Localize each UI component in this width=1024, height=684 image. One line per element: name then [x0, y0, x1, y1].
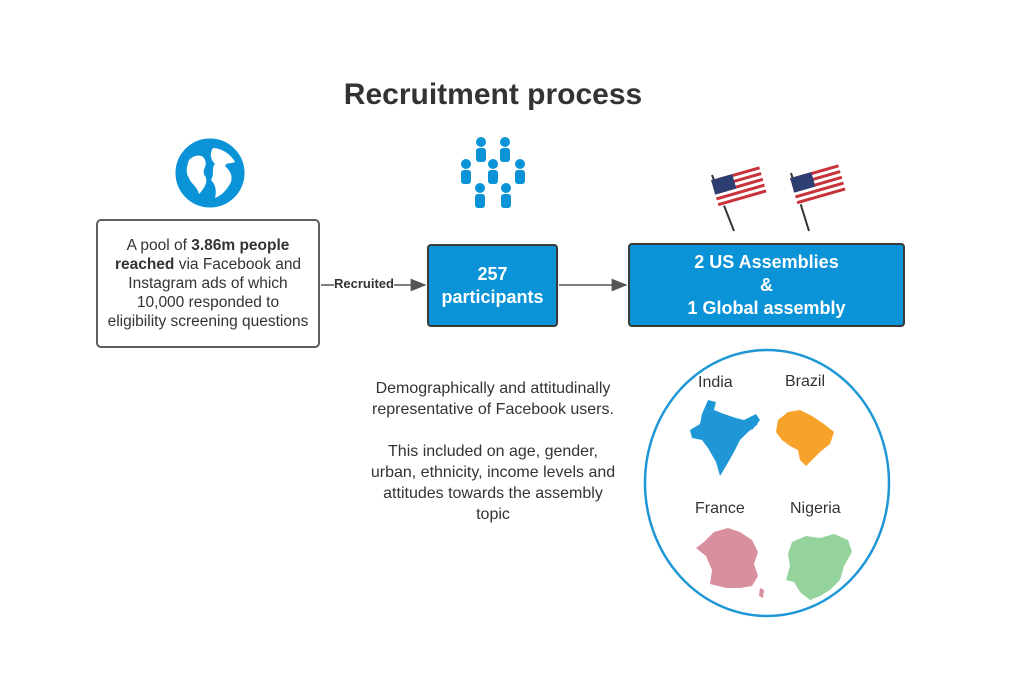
pool-text: A pool of 3.86m people reached via Faceb… — [106, 236, 310, 331]
demographics-text: Demographically and attitudinally repres… — [368, 378, 618, 525]
nigeria-map-icon — [786, 534, 852, 600]
pool-text-post: via Facebook and Instagram ads of which … — [107, 256, 309, 330]
france-map-icon — [696, 528, 758, 588]
participants-label: participants — [441, 286, 544, 307]
country-label-brazil: Brazil — [785, 373, 826, 390]
recruited-label: Recruited — [334, 276, 394, 291]
assemblies-box: 2 US Assemblies & 1 Global assembly — [628, 243, 905, 327]
globe-icon — [175, 138, 245, 208]
assemblies-line-3: 1 Global assembly — [687, 297, 846, 318]
demographics-paragraph-1: Demographically and attitudinally repres… — [372, 380, 614, 418]
us-flag-icon — [790, 164, 846, 232]
india-map-icon — [690, 400, 758, 476]
brazil-map-icon — [776, 410, 834, 466]
assemblies-line-2: & — [760, 274, 773, 295]
us-flag-icon — [711, 166, 767, 232]
country-label-nigeria: Nigeria — [790, 500, 841, 517]
participants-count: 257 — [477, 263, 508, 284]
participants-box: 257 participants — [427, 244, 558, 327]
pool-text-pre: A pool of — [126, 237, 192, 254]
pool-box: A pool of 3.86m people reached via Faceb… — [96, 219, 320, 348]
page-title: Recruitment process — [343, 78, 643, 111]
country-label-india: India — [698, 374, 733, 391]
assemblies-line-1: 2 US Assemblies — [694, 251, 839, 272]
pool-text-bold: 3.86m people reached — [114, 237, 290, 273]
demographics-paragraph-2: This included on age, gender, urban, eth… — [370, 443, 616, 523]
country-label-france: France — [695, 500, 745, 517]
people-group-icon — [461, 137, 525, 208]
